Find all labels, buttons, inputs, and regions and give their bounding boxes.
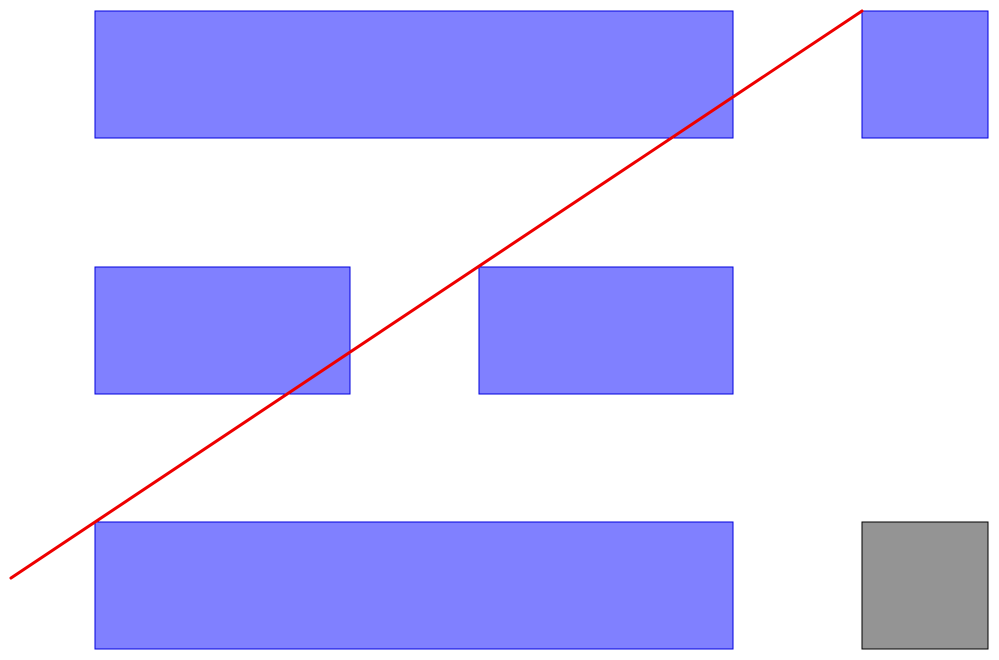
block-top-right: [861, 10, 989, 139]
block-top-wide: [94, 10, 734, 139]
block-bottom-wide: [94, 521, 734, 650]
block-bottom-right-gray: [861, 521, 989, 650]
diagonal-red-line: [9, 9, 864, 580]
block-middle-right: [478, 266, 734, 395]
block-middle-left: [94, 266, 351, 395]
